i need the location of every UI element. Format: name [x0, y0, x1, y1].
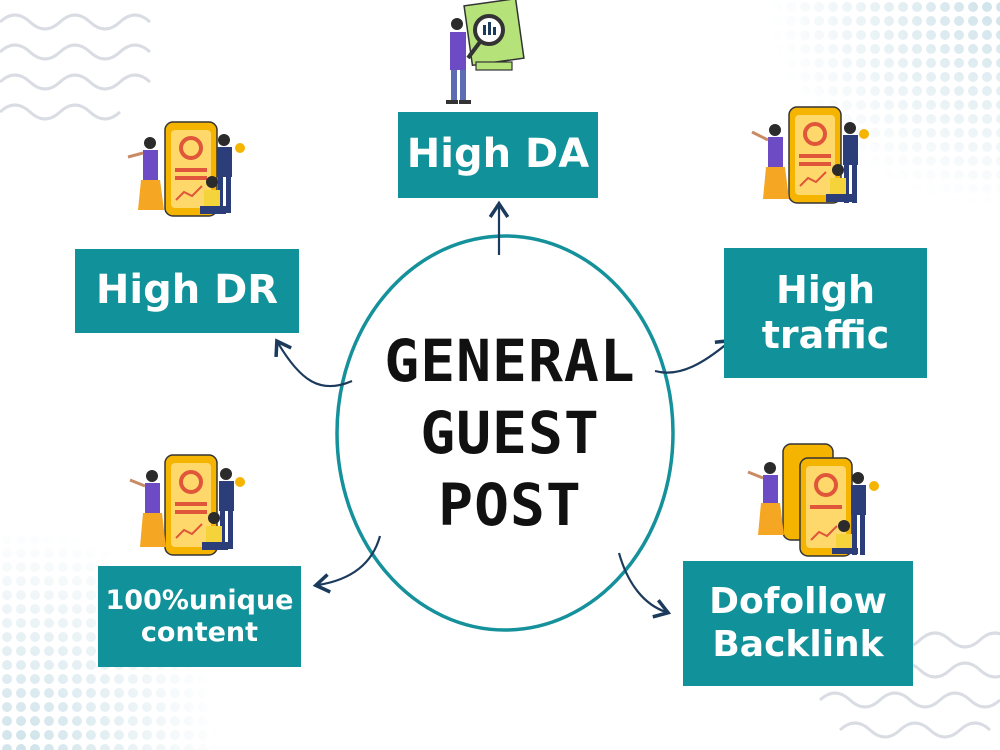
center-title-line1: GENERAL — [384, 327, 636, 395]
center-title: GENERAL GUEST POST — [360, 325, 660, 541]
node-unique-content-line2: content — [140, 616, 259, 648]
arrow-to-unique-content — [312, 535, 382, 594]
people-phone-illustration-right-top — [751, 106, 869, 204]
node-high-traffic: High traffic — [724, 248, 927, 378]
people-phone-illustration-left-top — [127, 121, 245, 217]
people-phone-illustration-left-bottom — [129, 454, 245, 556]
node-high-traffic-line2: traffic — [761, 313, 890, 357]
center-ellipse — [335, 234, 675, 632]
arrow-to-high-dr — [274, 338, 353, 388]
connector-arrows — [274, 200, 734, 619]
node-high-dr-label: High DR — [95, 267, 279, 314]
node-high-traffic-line1: High — [775, 268, 876, 313]
center-title-line2: GUEST — [420, 399, 600, 467]
node-unique-content: 100%unique content — [98, 566, 301, 667]
magnifier-report-illustration — [446, 0, 525, 104]
waves-top-left — [0, 13, 152, 121]
arrow-to-dofollow — [617, 552, 672, 619]
node-dofollow-line2: Backlink — [712, 623, 884, 665]
node-high-da: High DA — [398, 112, 598, 198]
arrow-to-high-traffic — [654, 338, 734, 374]
node-high-dr: High DR — [75, 249, 299, 333]
node-dofollow-backlink: Dofollow Backlink — [683, 561, 913, 686]
node-dofollow-line1: Dofollow — [709, 581, 887, 623]
people-phone-illustration-right-bottom — [747, 443, 879, 557]
center-title-line3: POST — [438, 471, 582, 539]
node-high-da-label: High DA — [406, 131, 590, 178]
node-unique-content-line1: 100%unique — [105, 584, 294, 616]
